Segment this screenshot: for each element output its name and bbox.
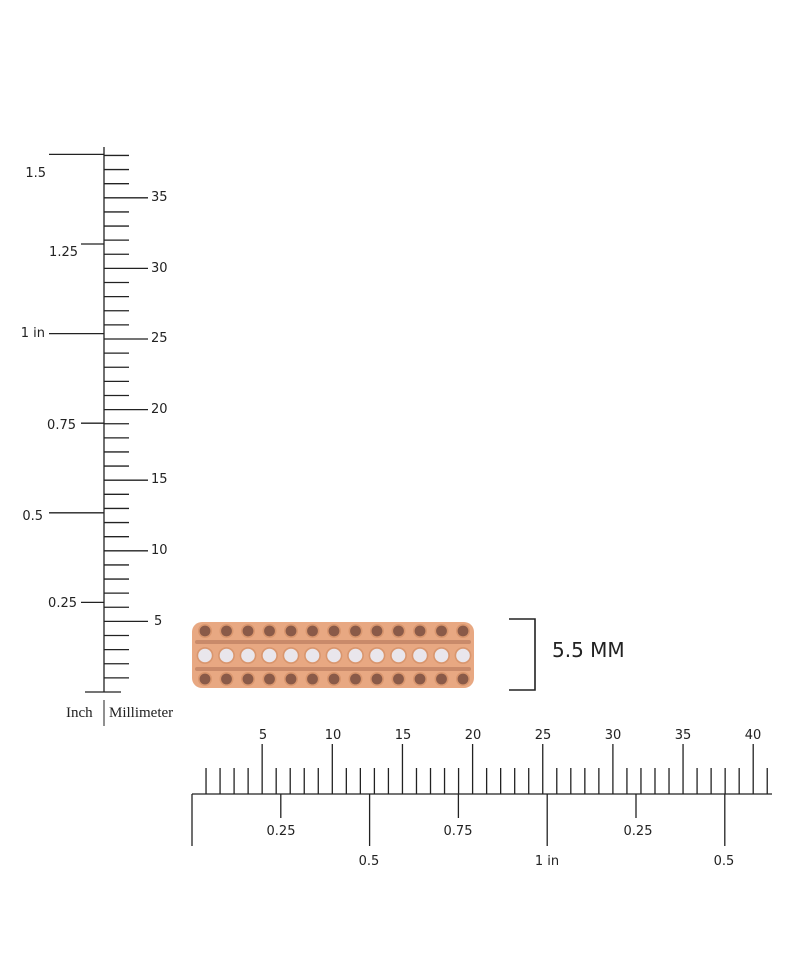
brown-stone-top (283, 623, 298, 638)
brown-stone-bottom (434, 671, 449, 686)
brown-stone-top (391, 623, 406, 638)
white-stone-center (282, 647, 300, 664)
inch-unit-label: Inch (66, 705, 93, 721)
horizontal-inch-labels: 0.25 0.75 0.25 0.5 1 in 0.5 (267, 824, 735, 869)
white-stone-center (218, 647, 235, 664)
h-mm-label-25: 25 (535, 728, 552, 743)
h-inch-label-0-5b: 0.5 (714, 854, 735, 869)
h-mm-label-5: 5 (259, 728, 267, 743)
horizontal-mm-ticks (205, 744, 768, 794)
brown-stone-bottom (326, 671, 341, 686)
h-inch-label-0-25: 0.25 (267, 824, 296, 839)
brown-stone-top (241, 623, 256, 638)
white-stone-center (411, 647, 429, 664)
brown-stone-top (219, 623, 234, 638)
horizontal-ruler (191, 744, 772, 846)
white-stone-center (304, 647, 321, 664)
h-inch-label-0-5: 0.5 (359, 854, 380, 869)
brown-stone-top (412, 623, 427, 638)
white-stone-center (239, 647, 257, 664)
vertical-mm-ticks (104, 154, 148, 679)
brown-stone-top (348, 623, 363, 638)
brown-stone-top (198, 623, 213, 638)
horizontal-mm-labels: 5 10 15 20 25 30 35 40 (259, 728, 761, 743)
brown-stone-bottom (455, 671, 470, 686)
h-inch-label-0-75: 0.75 (444, 824, 473, 839)
v-mm-label-25: 25 (151, 331, 168, 346)
brown-stone-bottom (219, 671, 234, 686)
v-mm-label-30: 30 (151, 261, 168, 276)
width-bracket (509, 618, 536, 691)
brown-stone-top (455, 623, 470, 638)
ring-band-rail-top (195, 640, 471, 644)
vertical-mm-labels: 35 30 25 20 15 10 5 (151, 190, 168, 629)
h-mm-label-35: 35 (675, 728, 692, 743)
width-measurement-label: 5.5 MM (552, 638, 625, 662)
white-stone-center (347, 647, 364, 664)
v-inch-label-0-75: 0.75 (47, 418, 76, 433)
white-stone-center (196, 647, 214, 664)
brown-stone-bottom (198, 671, 213, 686)
white-stone-center (261, 647, 278, 664)
v-mm-label-10: 10 (151, 543, 168, 558)
h-mm-label-10: 10 (325, 728, 342, 743)
brown-stone-top (326, 623, 341, 638)
white-stone-center (390, 647, 407, 664)
brown-stone-bottom (262, 671, 277, 686)
vertical-inch-labels: 1.5 1.25 1 in 0.75 0.5 0.25 (21, 166, 78, 611)
millimeter-unit-label: Millimeter (109, 705, 174, 721)
ring-band-stones (196, 623, 472, 686)
brown-stone-top (305, 623, 320, 638)
h-mm-label-20: 20 (465, 728, 482, 743)
brown-stone-top (262, 623, 277, 638)
white-stone-center (433, 647, 450, 664)
white-stone-center (325, 647, 343, 664)
brown-stone-bottom (412, 671, 427, 686)
white-stone-center (454, 647, 472, 664)
v-inch-label-1-5: 1.5 (25, 166, 46, 181)
v-mm-label-35: 35 (151, 190, 168, 205)
h-mm-label-40: 40 (745, 728, 762, 743)
brown-stone-top (369, 623, 384, 638)
v-inch-label-1: 1 in (21, 326, 45, 341)
h-mm-label-30: 30 (605, 728, 622, 743)
brown-stone-bottom (305, 671, 320, 686)
v-mm-label-15: 15 (151, 472, 168, 487)
brown-stone-bottom (348, 671, 363, 686)
brown-stone-top (434, 623, 449, 638)
brown-stone-bottom (369, 671, 384, 686)
brown-stone-bottom (391, 671, 406, 686)
v-inch-label-1-25: 1.25 (49, 245, 78, 260)
h-inch-label-0-25b: 0.25 (624, 824, 653, 839)
h-mm-label-15: 15 (395, 728, 412, 743)
v-mm-label-5: 5 (154, 614, 162, 629)
horizontal-inch-ticks (280, 794, 726, 846)
brown-stone-bottom (241, 671, 256, 686)
ring-band-rail-bottom (195, 667, 471, 671)
v-inch-label-0-25: 0.25 (48, 596, 77, 611)
brown-stone-bottom (283, 671, 298, 686)
h-inch-label-1: 1 in (535, 854, 559, 869)
ring-band-image (192, 622, 474, 688)
vertical-ruler (49, 147, 148, 693)
white-stone-center (368, 647, 386, 664)
v-mm-label-20: 20 (151, 402, 168, 417)
v-inch-label-0-5: 0.5 (22, 509, 43, 524)
vertical-inch-ticks (49, 153, 104, 604)
